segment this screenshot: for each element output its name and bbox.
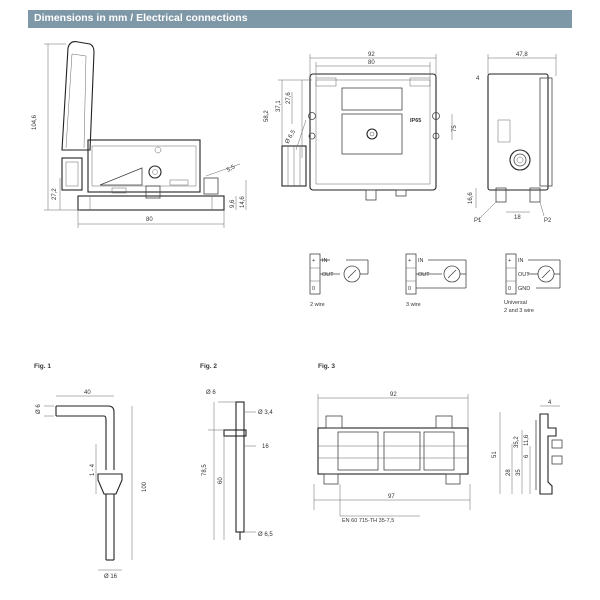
dim-16-6: 16,6 (468, 192, 474, 204)
fig3-d97: 97 (388, 494, 395, 500)
fig3-title: Fig. 3 (318, 363, 335, 370)
dim-75: 75 (452, 125, 458, 132)
fig2-d16: 16 (262, 444, 269, 450)
fig2-d3-4: Ø 3,4 (258, 410, 273, 416)
wiring-2-wire (309, 253, 369, 295)
fig3-drawing (313, 394, 563, 517)
wu-gnd: GND (518, 286, 530, 292)
front-view-drawing (278, 54, 453, 201)
w3-out: OUT (418, 272, 430, 278)
w2-plus: + (312, 258, 315, 264)
w2-in: IN (322, 258, 328, 264)
wu-zero: 0 (508, 286, 511, 292)
fig3-d4: 4 (548, 400, 552, 406)
wu-out: OUT (518, 272, 530, 278)
dim-47-8: 47,8 (516, 52, 528, 58)
w3-zero: 0 (408, 286, 411, 292)
dim-58-2: 58,2 (264, 110, 270, 122)
dim-14-6: 14,6 (240, 196, 246, 208)
fig2-drawing (208, 401, 256, 540)
side-view-right-drawing (475, 54, 557, 221)
fig3-d11-6: 11,6 (524, 434, 530, 446)
w3-in: IN (418, 258, 424, 264)
label-p2: P2 (544, 218, 552, 224)
dim-27-2: 27,2 (52, 188, 58, 200)
side-view-drawing (44, 41, 247, 228)
fig1-d100: 100 (142, 481, 148, 492)
wu-caption-1: Universal (504, 300, 527, 306)
dim-18: 18 (514, 215, 521, 221)
fig1-d16: Ø 16 (104, 574, 118, 580)
section-title: Dimensions in mm / Electrical connection… (34, 12, 248, 24)
w2-caption: 2 wire (310, 302, 325, 308)
dim-104-6: 104,6 (32, 114, 38, 130)
w3-plus: + (408, 258, 411, 264)
w2-zero: 0 (312, 286, 315, 292)
dim-80-front: 80 (368, 60, 375, 66)
dim-5-5: 5,5 (226, 164, 237, 174)
fig2-d6: Ø 6 (206, 390, 216, 396)
fig1-d40: 40 (84, 390, 91, 396)
fig3-d35: 35 (516, 469, 522, 476)
fig3-d35-2: 35,2 (514, 436, 520, 448)
fig3-d6: 6 (524, 454, 530, 458)
wu-in: IN (518, 258, 524, 264)
fig2-title: Fig. 2 (200, 363, 217, 370)
dim-92: 92 (368, 52, 375, 58)
label-p1: P1 (474, 218, 482, 224)
dim-9-6: 9,6 (230, 199, 236, 208)
wu-caption-2: 2 and 3 wire (504, 308, 534, 314)
w3-caption: 3 wire (406, 302, 421, 308)
fig3-rail: EN 60 715-TH 35-7,5 (342, 518, 394, 524)
dim-80-side: 80 (146, 217, 153, 223)
fig3-d92: 92 (390, 392, 397, 398)
w2-out: OUT (322, 272, 334, 278)
dim-4-right: 4 (476, 76, 480, 82)
fig1-d1-4: 1 - 4 (90, 463, 96, 476)
section-header: Dimensions in mm / Electrical connection… (28, 10, 572, 28)
dim-27-6: 27,6 (286, 92, 292, 104)
fig1-drawing (44, 395, 133, 571)
fig2-d60: 60 (218, 477, 224, 484)
fig3-d28: 28 (506, 469, 512, 476)
fig3-d51: 51 (492, 451, 498, 458)
fig2-d78-5: 78,5 (202, 464, 208, 476)
dim-37-1: 37,1 (276, 100, 282, 112)
dim-6-5: Ø 6,5 (285, 129, 298, 145)
wu-plus: + (508, 258, 511, 264)
fig1-title: Fig. 1 (34, 363, 51, 370)
wiring-universal (505, 253, 561, 295)
fig1-d6: Ø 6 (36, 404, 42, 414)
fig2-d6-5: Ø 6,5 (258, 532, 273, 538)
wiring-3-wire (405, 253, 467, 295)
ip-rating: IP65 (410, 118, 421, 124)
